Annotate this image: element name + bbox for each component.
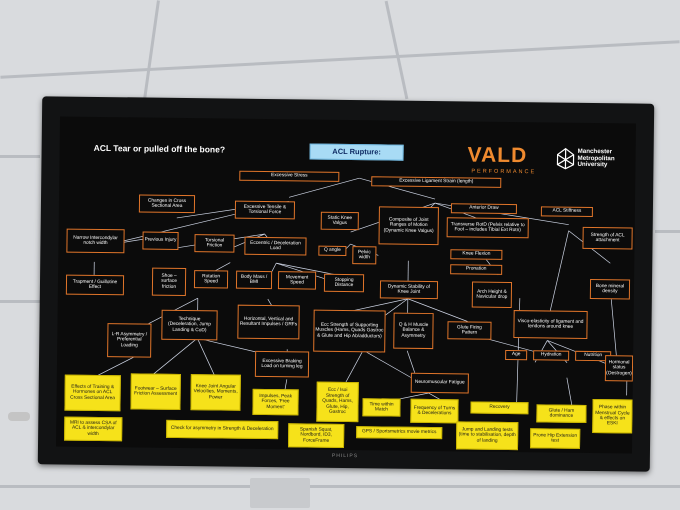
node-static-knee-valgus: Static Knee Valgus bbox=[320, 211, 359, 231]
node-narrow-notch: Narrow Intercondylar notch width bbox=[66, 228, 125, 254]
yellow-phase-menstrual: Phase within Menstrual Cycle & effects o… bbox=[592, 399, 633, 434]
yellow-footwear: Footwear – Surface Friction Assessment bbox=[130, 373, 181, 410]
ceiling-sensor bbox=[8, 412, 30, 421]
ceiling-grid-line bbox=[384, 0, 409, 100]
node-shoe-friction: Shoe – surface friction bbox=[151, 267, 187, 297]
yellow-glute-ham-dominance: Glute / Ham dominance bbox=[536, 404, 587, 423]
vald-logo-subtitle: PERFORMANCE bbox=[471, 168, 537, 176]
node-knee-flexion: Knee Flexion bbox=[450, 249, 503, 260]
node-pelvic-width: Pelvic width bbox=[352, 246, 377, 265]
yellow-knee-joint-angular: Knee Joint Angular Velocities, Moments, … bbox=[190, 374, 241, 411]
ceiling-grid-line bbox=[143, 0, 160, 100]
yellow-recovery: Recovery bbox=[470, 401, 529, 415]
node-composite-rom: Composite of Joint Ranges of Motion (Dyn… bbox=[378, 206, 439, 246]
node-age: Age bbox=[505, 349, 528, 361]
university-name: Manchester Metropolitan University bbox=[577, 147, 615, 169]
node-acl-stiffness: ACL Stiffness bbox=[540, 206, 593, 218]
node-pronation: Pronation bbox=[450, 264, 503, 275]
vald-logo: VALD bbox=[467, 143, 528, 168]
yellow-gps-sportsmetrics: GPS / Sportsmetrics movie metrics bbox=[356, 426, 443, 440]
node-acl-rupture: ACL Rupture: bbox=[309, 143, 404, 161]
node-qh-balance: Q & H Muscle Balance & Asymmetry bbox=[393, 312, 434, 350]
node-strength-attachment: Strength of ACL attachment bbox=[582, 226, 633, 250]
node-body-mass: Body Mass / BMI bbox=[235, 270, 273, 290]
node-previous-injury: Previous Injury bbox=[142, 231, 179, 250]
node-changes-cross-section: Changes in Cross Sectional Area bbox=[138, 194, 196, 214]
node-neuromuscular-fatigue: Neuromuscular Fatigue bbox=[410, 372, 469, 394]
node-dynamic-stability: Dynamic Stability of Knee Joint bbox=[379, 280, 439, 300]
yellow-impulses-peak: Impulses, Peak Forces, 'Free Moment' bbox=[252, 388, 299, 416]
node-hormonal-status: Hormonal status (Oestrogen) bbox=[604, 355, 634, 382]
node-excessive-braking: Excessive Braking Load on turning leg bbox=[254, 350, 310, 378]
node-hydration: Hydration bbox=[533, 350, 570, 361]
node-stopping-distance: Stopping Distance bbox=[323, 273, 365, 293]
ceiling-grid-line bbox=[0, 300, 40, 303]
ceiling-vent bbox=[250, 478, 310, 508]
yellow-frequency-turns: Frequency of Turns & Decelerations bbox=[410, 398, 459, 424]
yellow-mri-assess: MRI to assess CSA of ACL & intercondylar… bbox=[64, 416, 123, 442]
yellow-jump-landing-tests: Jump and Landing tests (time to stabilis… bbox=[455, 421, 519, 451]
node-excessive-stress: Excessive Stress bbox=[239, 170, 340, 182]
node-horizontal-impulses: Horizontal, Vertical and Resultant Impul… bbox=[237, 304, 300, 340]
ceiling-grid-line bbox=[655, 230, 680, 233]
ceiling-grid-line bbox=[0, 485, 680, 488]
node-excessive-ligament-strain: Excessive Ligament Strain (length) bbox=[371, 176, 502, 188]
yellow-time-within-match: Time within Match bbox=[362, 398, 401, 417]
node-movement-speed: Movement Speed bbox=[277, 271, 317, 290]
node-ecc-supporting: Ecc Strength of Supporting Muscles (Hams… bbox=[313, 309, 386, 353]
node-q-angle: Q angle bbox=[318, 245, 347, 257]
node-torsional-friction: Torsional Friction bbox=[194, 234, 235, 253]
yellow-spanish-squat: Spanish Squat, Nordbord, ID3, ForceFrame bbox=[288, 423, 345, 448]
ceiling-grid-line bbox=[0, 40, 680, 79]
ceiling-grid-line bbox=[0, 155, 40, 158]
node-excessive-tensile: Excessive Tensile & Torsional Force bbox=[234, 200, 296, 220]
node-technique: Technique (Deceleration, Jump Landing & … bbox=[161, 309, 218, 341]
university-crest-icon bbox=[556, 147, 575, 170]
node-transverse-rotd: Transverse RotD (Pelvis relative to Foot… bbox=[446, 217, 529, 239]
tv-brand-label: PHILIPS bbox=[331, 452, 359, 460]
node-lr-asymmetry: L-R Asymmetry / Preferential Loading bbox=[107, 323, 152, 358]
slide-title: ACL Tear or pulled off the bone? bbox=[93, 142, 226, 155]
node-rotation-speed: Rotation Speed bbox=[193, 270, 229, 289]
yellow-prone-hip: Prone Hip Extension test bbox=[530, 428, 581, 449]
tv-monitor: ACL Tear or pulled off the bone? VALD PE… bbox=[37, 96, 655, 472]
node-bone-mineral: Bone mineral density bbox=[589, 278, 631, 300]
node-anterior-draw: Anterior Draw bbox=[450, 203, 517, 215]
node-glute-firing: Glute Firing Pattern bbox=[447, 321, 492, 340]
yellow-effects-training: Effects of Training & Hormones on ACL Cr… bbox=[64, 374, 121, 412]
node-eccentric-decel: Eccentric / Deceleration Load bbox=[244, 236, 307, 256]
yellow-ecc-con-strength: Ecc / Isoi Strength of Quads, Hams, Glut… bbox=[316, 381, 359, 423]
slide-screen: ACL Tear or pulled off the bone? VALD PE… bbox=[55, 116, 636, 454]
node-visco-elasticity: Visco-elasticity of ligament and tendons… bbox=[513, 310, 588, 339]
node-entrapment: Trapment / Guillotine Effect bbox=[65, 274, 125, 296]
yellow-check-asymmetry: Check for asymmetry in Strength & Decele… bbox=[166, 419, 279, 440]
node-arch-height: Arch Height & Navicular drop bbox=[471, 281, 513, 309]
